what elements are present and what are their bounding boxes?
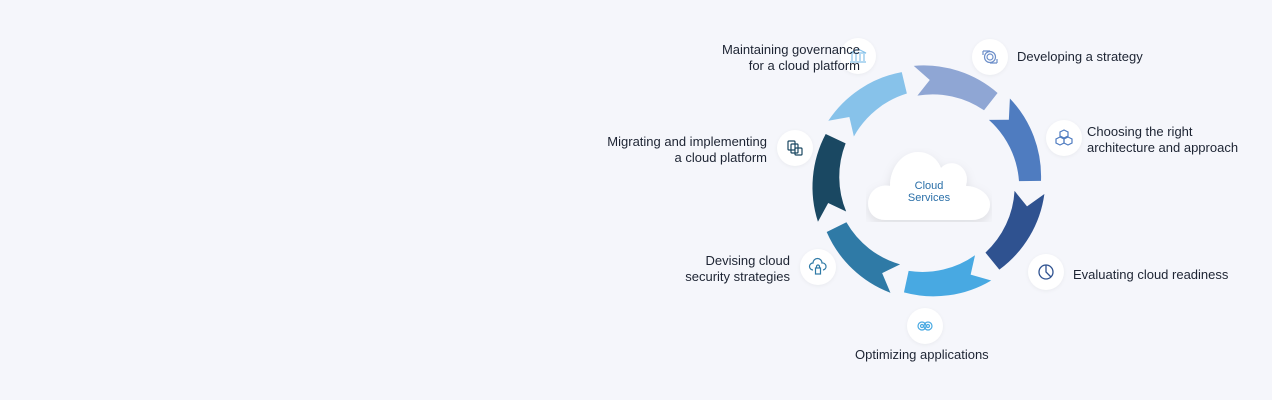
cycle-arrow-segment (812, 133, 847, 222)
label-line: a cloud platform (674, 150, 768, 165)
label-line: Developing a strategy (1017, 49, 1143, 64)
cycle-arrow-segment (826, 222, 901, 293)
center-line2: Services (907, 192, 951, 204)
gears-icon (907, 308, 943, 344)
cloud-lock-icon (800, 249, 836, 285)
label-line: Optimizing applications (855, 347, 989, 362)
strategy-icon (972, 39, 1008, 75)
label-line: Devising cloud (705, 253, 790, 268)
label-line: security strategies (685, 269, 790, 284)
cycle-arrow-segment (913, 65, 998, 111)
label-line: Migrating and implementing (607, 134, 767, 149)
label-line: Choosing the right (1087, 124, 1193, 139)
step-label-strategy: Developing a strategy (1017, 49, 1143, 65)
pie-chart-icon (1028, 254, 1064, 290)
bank-building-icon (840, 38, 876, 74)
label-line: architecture and approach (1087, 140, 1239, 155)
step-label-readiness: Evaluating cloud readiness (1073, 267, 1228, 283)
label-line: Maintaining governance (721, 42, 860, 57)
label-line: Evaluating cloud readiness (1073, 267, 1229, 282)
cycle-arrow-segment (985, 190, 1045, 270)
center-line1: Cloud (914, 180, 944, 192)
copy-files-icon (777, 130, 813, 166)
cloud-shape (868, 152, 990, 220)
label-line: for a cloud platform (748, 58, 860, 73)
center-label: Cloud Services (866, 180, 992, 204)
architecture-cubes-icon (1046, 120, 1082, 156)
cycle-arrow-segment (903, 255, 992, 297)
step-label-optimizing: Optimizing applications (855, 347, 989, 363)
cycle-arrow-segment (828, 72, 907, 137)
cycle-arrow-segment (988, 98, 1042, 182)
